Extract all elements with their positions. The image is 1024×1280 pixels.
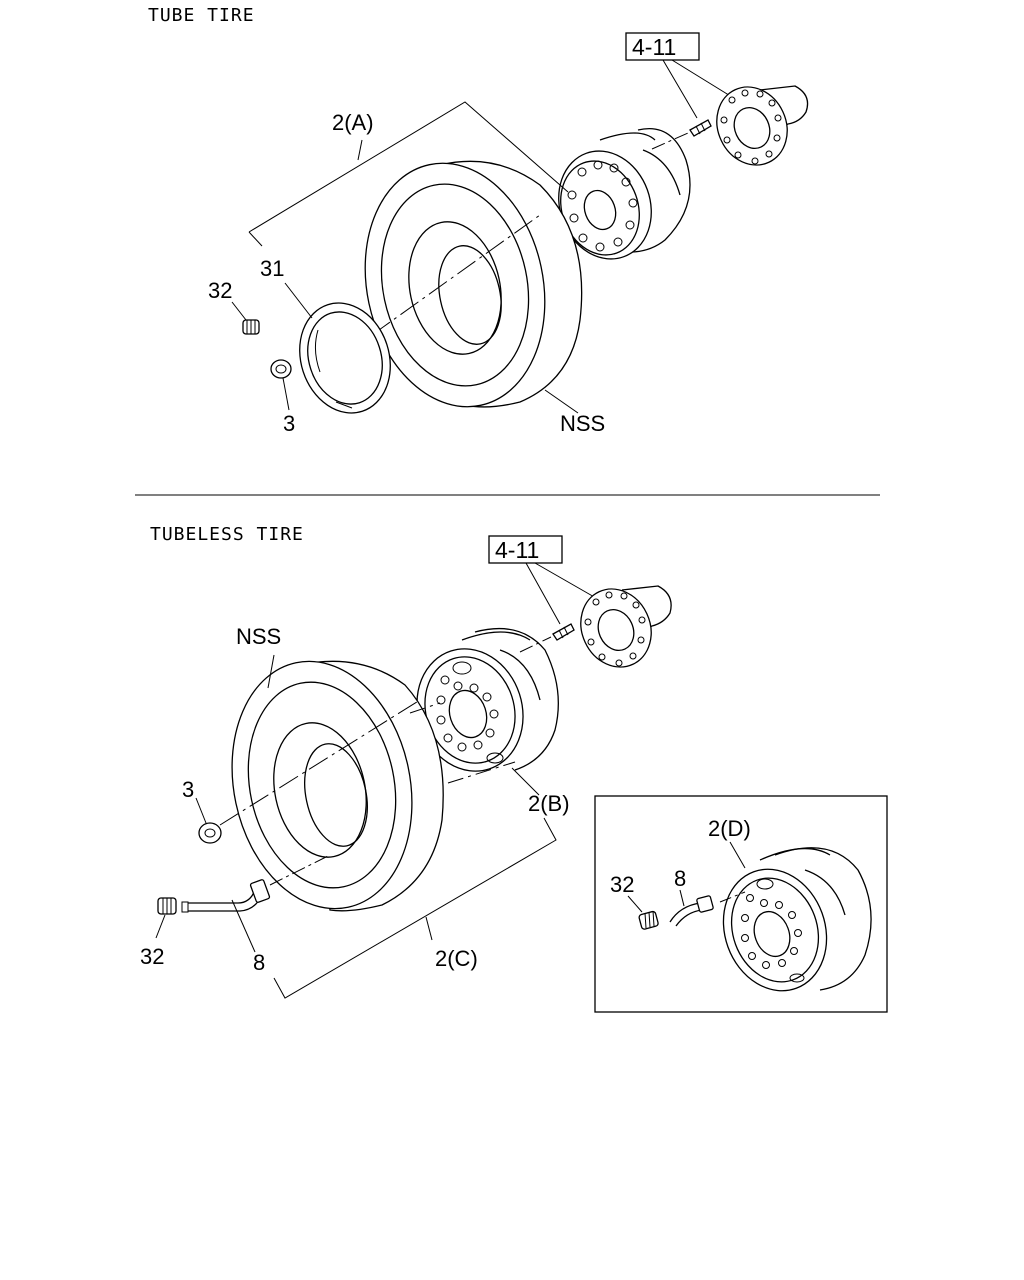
tubeless-cap-leader — [155, 914, 166, 939]
tubeless-label-8: 8 — [253, 950, 265, 975]
inset-label-8: 8 — [674, 866, 686, 891]
tube-label-nss: NSS — [560, 411, 605, 436]
tube-ref-label: 4-11 — [632, 34, 676, 60]
tubeless-ref-frame — [488, 535, 563, 564]
tubeless-nut-leader — [195, 797, 207, 824]
tubeless-ref-label: 4-11 — [495, 537, 539, 563]
inset-frame — [594, 795, 888, 1013]
tube-stud — [651, 119, 712, 150]
tubeless-valve-cap — [157, 897, 177, 915]
tubeless-valve-leader — [231, 899, 256, 953]
tube-label-3: 3 — [283, 411, 295, 436]
inset-label-2d: 2(D) — [708, 816, 751, 841]
inset-panel: 2(D) 32 8 — [594, 795, 888, 1013]
tube-label-2a: 2(A) — [332, 110, 374, 135]
tube-label-31: 31 — [260, 256, 284, 281]
tubeless-nss-leader — [267, 654, 275, 689]
inset-wheel — [722, 847, 872, 992]
tubeless-label-2b: 2(B) — [528, 791, 570, 816]
tube-tire-title: TUBE TIRE — [148, 5, 255, 26]
tubeless-stud — [519, 623, 575, 653]
tube-bracket-a — [248, 101, 569, 233]
tube-nss-leader — [544, 389, 579, 414]
inset-valve-stem — [669, 895, 714, 927]
tube-flap-ring — [299, 302, 391, 414]
tube-tire-section: TUBE TIRE 4-11 — [148, 5, 809, 436]
tube-flap-leader — [284, 282, 313, 319]
tubeless-hub — [580, 585, 672, 668]
tube-cap-leader — [231, 301, 247, 321]
tubeless-bracket-c-leader — [425, 916, 433, 941]
tubeless-tire-title: TUBELESS TIRE — [150, 524, 304, 545]
tubeless-tire — [219, 660, 516, 912]
tube-ref-leaders — [662, 59, 733, 119]
inset-label-32: 32 — [610, 872, 634, 897]
inset-wheel-leader — [729, 841, 746, 869]
tube-valve-cap — [242, 319, 260, 335]
inset-cap-leader — [627, 895, 643, 913]
tubeless-label-nss: NSS — [236, 624, 281, 649]
tubeless-label-32: 32 — [140, 944, 164, 969]
tube-tire — [364, 160, 583, 408]
tubeless-tire-section: TUBELESS TIRE 4-11 — [140, 524, 888, 1013]
tubeless-label-3: 3 — [182, 777, 194, 802]
tubeless-label-2c: 2(C) — [435, 946, 478, 971]
tube-ref-frame — [625, 32, 700, 61]
tube-ref-box[interactable]: 4-11 — [625, 32, 700, 61]
inset-valve-cap — [638, 910, 659, 930]
tube-label-32: 32 — [208, 278, 232, 303]
tubeless-bracket-c — [273, 817, 557, 999]
tubeless-wheel-leader — [511, 767, 540, 796]
tube-bracket-a-end — [248, 231, 263, 247]
tubeless-wheel-nut — [198, 822, 222, 844]
tubeless-valve-stem — [181, 854, 331, 913]
tube-bracket-a-leader — [357, 139, 363, 161]
tubeless-ref-box[interactable]: 4-11 — [488, 535, 563, 564]
inset-axis — [719, 891, 746, 903]
inset-valve-leader — [679, 889, 685, 907]
tube-hub — [716, 85, 809, 166]
tubeless-ref-leaders — [525, 562, 597, 625]
tube-nut-leader — [282, 377, 290, 411]
tube-wheel-nut — [270, 359, 292, 379]
